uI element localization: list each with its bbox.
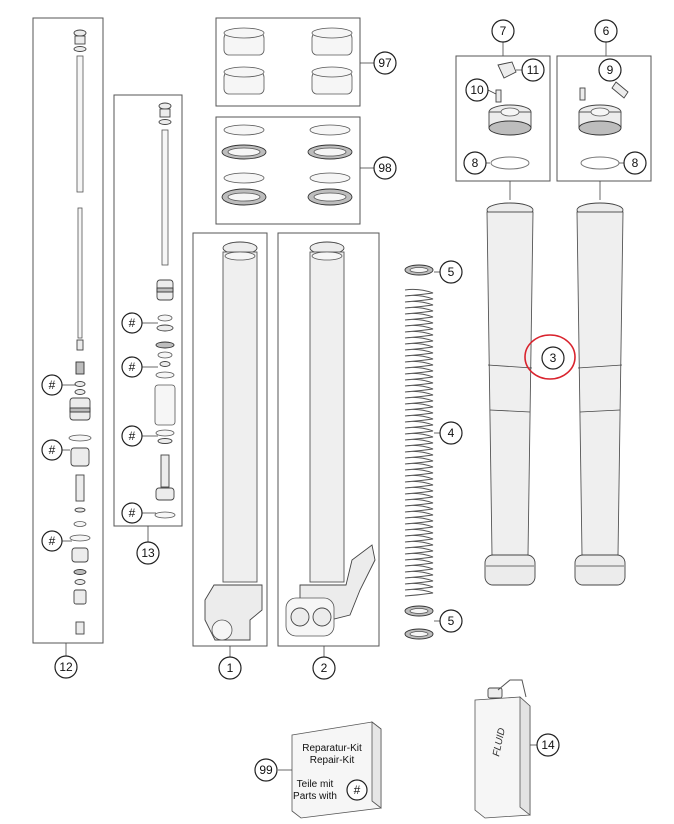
part-3-inner-tubes: 3 bbox=[484, 181, 626, 586]
svg-text:13: 13 bbox=[141, 546, 155, 560]
hash-marker-13b: # bbox=[121, 356, 143, 378]
callout-99: 99 bbox=[254, 758, 278, 782]
svg-text:#: # bbox=[354, 783, 361, 797]
hash-marker-13c: # bbox=[121, 425, 143, 447]
callout-3: 3 bbox=[524, 334, 576, 380]
callout-6: 6 bbox=[594, 19, 618, 43]
part-6-fork-cap: 6 9 8 bbox=[556, 19, 652, 182]
inner-tube-left bbox=[484, 202, 536, 586]
svg-text:4: 4 bbox=[448, 426, 455, 440]
svg-text:7: 7 bbox=[500, 24, 507, 38]
hash-marker-12a: # bbox=[41, 374, 63, 396]
svg-text:97: 97 bbox=[378, 56, 392, 70]
assembly-12-cartridge: # # # 12 bbox=[32, 17, 104, 679]
svg-text:#: # bbox=[129, 506, 136, 520]
part-4-spring: 5 4 5 bbox=[404, 260, 463, 640]
part-7-fork-cap: 7 11 10 8 bbox=[455, 19, 551, 182]
svg-text:2: 2 bbox=[321, 661, 328, 675]
hash-marker-12c: # bbox=[41, 530, 63, 552]
part-7-frame bbox=[455, 55, 551, 182]
callout-2: 2 bbox=[312, 656, 336, 680]
hash-marker-13d: # bbox=[121, 502, 143, 524]
svg-text:#: # bbox=[129, 316, 136, 330]
svg-text:#: # bbox=[129, 360, 136, 374]
part-98-seals: 98 bbox=[215, 116, 397, 225]
inner-tube-right bbox=[574, 202, 626, 586]
svg-text:99: 99 bbox=[259, 763, 273, 777]
repair-kit-parts-en: Parts with bbox=[293, 791, 337, 802]
hash-marker-kit: # bbox=[346, 779, 368, 801]
repair-kit-title-de: Reparatur-Kit bbox=[302, 743, 362, 754]
repair-kit-parts-de: Teile mit bbox=[297, 779, 334, 790]
callout-13: 13 bbox=[136, 541, 160, 565]
callout-10: 10 bbox=[465, 78, 489, 102]
svg-text:1: 1 bbox=[227, 661, 234, 675]
svg-text:5: 5 bbox=[448, 265, 455, 279]
highlight-ring bbox=[524, 334, 576, 380]
hash-marker-13a: # bbox=[121, 312, 143, 334]
callout-5-top: 5 bbox=[439, 260, 463, 284]
svg-text:#: # bbox=[49, 443, 56, 457]
assembly-13-cartridge: # # # # 13 bbox=[113, 94, 183, 565]
assembly-12-frame bbox=[32, 17, 104, 644]
svg-text:8: 8 bbox=[632, 156, 639, 170]
part-6-frame bbox=[556, 55, 652, 182]
callout-8-right: 8 bbox=[623, 151, 647, 175]
svg-text:5: 5 bbox=[448, 614, 455, 628]
svg-text:9: 9 bbox=[607, 63, 614, 77]
svg-text:98: 98 bbox=[378, 161, 392, 175]
svg-text:12: 12 bbox=[59, 660, 73, 674]
callout-97: 97 bbox=[373, 51, 397, 75]
callout-14: 14 bbox=[536, 733, 560, 757]
svg-text:3: 3 bbox=[550, 351, 557, 365]
part-1-fork-leg: 1 bbox=[192, 232, 268, 680]
svg-text:11: 11 bbox=[527, 63, 540, 77]
svg-text:14: 14 bbox=[541, 738, 555, 752]
callout-5-bottom: 5 bbox=[439, 609, 463, 633]
part-14-fork-oil: FLUID 14 bbox=[474, 679, 560, 819]
repair-kit-title-en: Repair-Kit bbox=[310, 755, 355, 766]
svg-text:#: # bbox=[129, 429, 136, 443]
callout-7: 7 bbox=[491, 19, 515, 43]
svg-text:8: 8 bbox=[472, 156, 479, 170]
hash-marker-12b: # bbox=[41, 439, 63, 461]
part-97-bushings: 97 bbox=[215, 17, 397, 107]
callout-8-left: 8 bbox=[463, 151, 487, 175]
part-2-fork-leg: 2 bbox=[277, 232, 380, 680]
callout-4: 4 bbox=[439, 421, 463, 445]
assembly-13-frame bbox=[113, 94, 183, 527]
svg-text:10: 10 bbox=[470, 83, 484, 97]
part-99-repair-kit: Reparatur-Kit Repair-Kit Teile mit Parts… bbox=[254, 721, 382, 819]
callout-12: 12 bbox=[54, 655, 78, 679]
part-97-frame bbox=[215, 17, 361, 107]
callout-9: 9 bbox=[598, 58, 622, 82]
callout-98: 98 bbox=[373, 156, 397, 180]
part-2-frame bbox=[277, 232, 380, 647]
svg-text:#: # bbox=[49, 534, 56, 548]
callout-1: 1 bbox=[218, 656, 242, 680]
svg-text:#: # bbox=[49, 378, 56, 392]
svg-text:6: 6 bbox=[603, 24, 610, 38]
callout-11: 11 bbox=[521, 58, 545, 82]
part-98-frame bbox=[215, 116, 361, 225]
